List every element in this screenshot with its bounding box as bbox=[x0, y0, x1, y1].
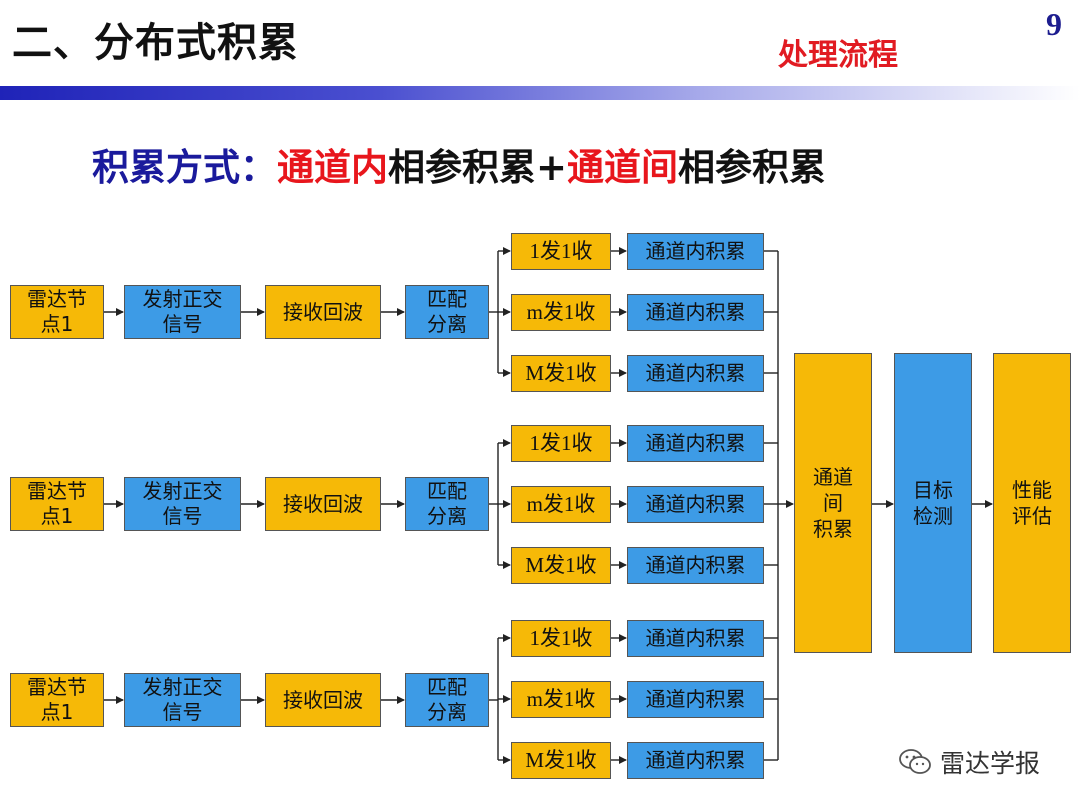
title-divider bbox=[0, 86, 1080, 100]
intra-channel-box: 通道内积累 bbox=[627, 425, 764, 462]
inter-line3: 积累 bbox=[813, 517, 853, 541]
transmit-line1: 发射正交 bbox=[142, 287, 223, 311]
mode-box-mt1r: m发1收 bbox=[511, 294, 611, 331]
intra-channel-box: 通道内积累 bbox=[627, 294, 764, 331]
target-detection-box: 目标检测 bbox=[894, 353, 972, 653]
mode-box-1t1r: 1发1收 bbox=[511, 620, 611, 657]
headline-intra-channel: 通道内 bbox=[277, 146, 388, 189]
intra-label: 通道内积累 bbox=[645, 748, 746, 772]
transmit-line2: 信号 bbox=[162, 312, 203, 336]
mode-box-1t1r: 1发1收 bbox=[511, 233, 611, 270]
transmit-line1: 发射正交 bbox=[142, 675, 223, 699]
mode-box-Mt1r: M发1收 bbox=[511, 547, 611, 584]
receive-echo-box: 接收回波 bbox=[265, 477, 381, 531]
radar-node-line2: 点1 bbox=[40, 700, 74, 724]
radar-node-box: 雷达节点1 bbox=[10, 285, 104, 339]
mode-box-mt1r: m发1收 bbox=[511, 681, 611, 718]
headline-coherent-2: 相参积累 bbox=[678, 146, 827, 189]
separate-line1: 匹配 bbox=[427, 675, 467, 699]
intra-label: 通道内积累 bbox=[645, 492, 746, 516]
transmit-signal-box: 发射正交信号 bbox=[124, 477, 241, 531]
intra-channel-box: 通道内积累 bbox=[627, 620, 764, 657]
mode-label: 1发1收 bbox=[529, 239, 593, 263]
receive-label: 接收回波 bbox=[283, 491, 363, 516]
match-separate-box: 匹配分离 bbox=[405, 477, 489, 531]
headline-inter-channel: 通道间 bbox=[567, 146, 679, 189]
mode-box-1t1r: 1发1收 bbox=[511, 425, 611, 462]
mode-label: M发1收 bbox=[525, 361, 597, 385]
radar-node-box: 雷达节点1 bbox=[10, 477, 104, 531]
transmit-line2: 信号 bbox=[162, 504, 203, 528]
separate-line2: 分离 bbox=[427, 700, 467, 724]
intra-label: 通道内积累 bbox=[645, 626, 746, 650]
eval-line1: 性能 bbox=[1012, 478, 1052, 502]
intra-channel-box: 通道内积累 bbox=[627, 233, 764, 270]
separate-line1: 匹配 bbox=[427, 479, 467, 503]
intra-channel-box: 通道内积累 bbox=[627, 742, 764, 779]
intra-channel-box: 通道内积累 bbox=[627, 547, 764, 584]
receive-label: 接收回波 bbox=[283, 687, 363, 712]
separate-line2: 分离 bbox=[427, 312, 467, 336]
intra-channel-box: 通道内积累 bbox=[627, 681, 764, 718]
mode-label: M发1收 bbox=[525, 748, 597, 772]
wechat-icon bbox=[899, 749, 931, 774]
radar-node-line2: 点1 bbox=[40, 504, 74, 528]
mode-label: m发1收 bbox=[526, 492, 596, 516]
intra-label: 通道内积累 bbox=[645, 361, 746, 385]
separate-line1: 匹配 bbox=[427, 287, 467, 311]
inter-line1: 通道 bbox=[813, 465, 853, 489]
mode-label: 1发1收 bbox=[529, 626, 593, 650]
receive-label: 接收回波 bbox=[283, 299, 363, 324]
slide-subtitle: 处理流程 bbox=[778, 38, 898, 73]
eval-line2: 评估 bbox=[1012, 504, 1052, 528]
integration-method-headline: 积累方式：通道内相参积累+通道间相参积累 bbox=[92, 137, 826, 191]
separate-line2: 分离 bbox=[427, 504, 467, 528]
watermark-text: 雷达学报 bbox=[940, 749, 1041, 778]
intra-label: 通道内积累 bbox=[645, 553, 746, 577]
radar-node-box: 雷达节点1 bbox=[10, 673, 104, 727]
intra-label: 通道内积累 bbox=[645, 431, 746, 455]
radar-node-line1: 雷达节 bbox=[27, 287, 87, 311]
mode-label: 1发1收 bbox=[529, 431, 593, 455]
mode-label: M发1收 bbox=[525, 553, 597, 577]
detect-line1: 目标 bbox=[913, 478, 953, 502]
intra-label: 通道内积累 bbox=[645, 239, 746, 263]
match-separate-box: 匹配分离 bbox=[405, 285, 489, 339]
mode-box-Mt1r: M发1收 bbox=[511, 355, 611, 392]
slide-title: 二、分布式积累 bbox=[12, 20, 299, 66]
transmit-line1: 发射正交 bbox=[142, 479, 223, 503]
transmit-line2: 信号 bbox=[162, 700, 203, 724]
page-number: 9 bbox=[1046, 6, 1062, 42]
intra-channel-box: 通道内积累 bbox=[627, 486, 764, 523]
match-separate-box: 匹配分离 bbox=[405, 673, 489, 727]
intra-label: 通道内积累 bbox=[645, 300, 746, 324]
transmit-signal-box: 发射正交信号 bbox=[124, 285, 241, 339]
inter-channel-integration-box: 通道间积累 bbox=[794, 353, 872, 653]
mode-label: m发1收 bbox=[526, 300, 596, 324]
receive-echo-box: 接收回波 bbox=[265, 285, 381, 339]
watermark: 雷达学报 bbox=[898, 744, 1040, 780]
mode-box-Mt1r: M发1收 bbox=[511, 742, 611, 779]
intra-channel-box: 通道内积累 bbox=[627, 355, 764, 392]
headline-label: 积累方式： bbox=[92, 146, 277, 189]
radar-node-line1: 雷达节 bbox=[27, 479, 87, 503]
performance-evaluation-box: 性能评估 bbox=[993, 353, 1071, 653]
mode-box-mt1r: m发1收 bbox=[511, 486, 611, 523]
mode-label: m发1收 bbox=[526, 687, 596, 711]
inter-line2: 间 bbox=[823, 491, 843, 515]
detect-line2: 检测 bbox=[913, 504, 953, 528]
radar-node-line1: 雷达节 bbox=[27, 675, 87, 699]
radar-node-line2: 点1 bbox=[40, 312, 74, 336]
headline-coherent-1: 相参积累+ bbox=[388, 146, 568, 189]
intra-label: 通道内积累 bbox=[645, 687, 746, 711]
receive-echo-box: 接收回波 bbox=[265, 673, 381, 727]
transmit-signal-box: 发射正交信号 bbox=[124, 673, 241, 727]
